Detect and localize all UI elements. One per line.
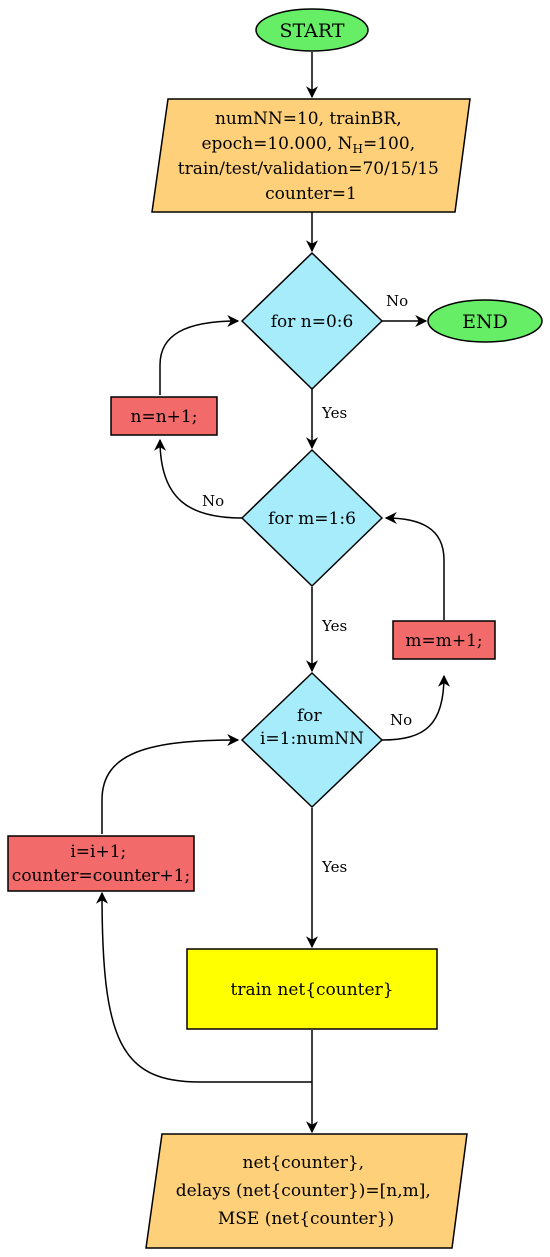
m-update-label: m=m+1;	[405, 631, 482, 651]
edge-i-update-to-loop-i	[101, 734, 240, 834]
end-terminal: END	[427, 299, 543, 343]
edge-n-update-to-loop-n	[159, 315, 240, 395]
m-update-shape	[392, 620, 496, 660]
start-terminal: START	[255, 8, 369, 52]
n-update-label: n=n+1;	[131, 407, 198, 427]
n-update-box: n=n+1;	[110, 396, 218, 436]
loop-i-shape	[240, 671, 384, 809]
edge-label-i-no: No	[390, 711, 412, 729]
init-line-2-subscript: H	[353, 142, 363, 156]
output-results: net{counter}, delays (net{counter})=[n,m…	[145, 1133, 468, 1249]
init-line-2-end: =100,	[363, 134, 415, 154]
edge-label-m-no: No	[202, 492, 224, 510]
end-label: END	[462, 311, 508, 333]
output-line-1: net{counter},	[243, 1153, 365, 1173]
i-update-line-1: i=i+1;	[70, 842, 126, 862]
edge-label-i-yes: Yes	[321, 858, 347, 876]
end-shape	[427, 299, 543, 343]
loop-m-shape	[240, 448, 384, 588]
loop-i-decision: for i=1:numNN	[240, 671, 384, 809]
i-update-text: i=i+1; counter=counter+1;	[12, 842, 190, 886]
init-line-2: epoch=10.000, NH=100,	[201, 134, 415, 156]
init-line-3: train/test/validation=70/15/15	[178, 159, 439, 179]
train-process-box: train net{counter}	[186, 948, 438, 1030]
loop-i-line-1: for	[297, 706, 323, 726]
edge-label-n-no: No	[386, 292, 408, 310]
edge-train-to-i-update	[96, 891, 312, 1083]
output-line-2: delays (net{counter})=[n,m],	[176, 1181, 431, 1201]
output-line-3: MSE (net{counter})	[218, 1209, 394, 1229]
i-update-box: i=i+1; counter=counter+1;	[7, 835, 195, 892]
init-shape	[151, 98, 471, 213]
n-update-shape	[110, 396, 218, 436]
init-line-4: counter=1	[265, 184, 357, 204]
loop-n-label: for n=0:6	[271, 312, 354, 332]
loop-n-decision: for n=0:6	[240, 251, 384, 391]
loop-m-label: for m=1:6	[268, 509, 356, 529]
loop-n-shape	[240, 251, 384, 391]
loop-i-line-2: i=1:numNN	[260, 729, 364, 749]
edge-label-m-yes: Yes	[321, 617, 347, 635]
loop-i-text: for i=1:numNN	[260, 706, 364, 749]
output-shape	[145, 1133, 468, 1249]
edge-loop-m-to-n-update	[154, 438, 243, 519]
edge-loop-i-to-m-update	[381, 674, 450, 741]
i-update-shape	[7, 835, 195, 892]
init-text: numNN=10, trainBR, epoch=10.000, NH=100,…	[178, 109, 444, 204]
start-shape	[255, 8, 369, 52]
m-update-box: m=m+1;	[392, 620, 496, 660]
init-parameters: numNN=10, trainBR, epoch=10.000, NH=100,…	[151, 98, 471, 213]
i-update-line-2: counter=counter+1;	[12, 866, 190, 886]
train-label: train net{counter}	[230, 980, 393, 1000]
edge-label-n-yes: Yes	[321, 404, 347, 422]
init-line-2-text: epoch=10.000, N	[201, 134, 352, 154]
edge-m-update-to-loop-m	[384, 512, 445, 620]
start-label: START	[279, 20, 344, 42]
init-line-1: numNN=10, trainBR,	[215, 109, 402, 129]
output-text: net{counter}, delays (net{counter})=[n,m…	[176, 1153, 436, 1229]
train-shape	[186, 948, 438, 1030]
loop-m-decision: for m=1:6	[240, 448, 384, 588]
